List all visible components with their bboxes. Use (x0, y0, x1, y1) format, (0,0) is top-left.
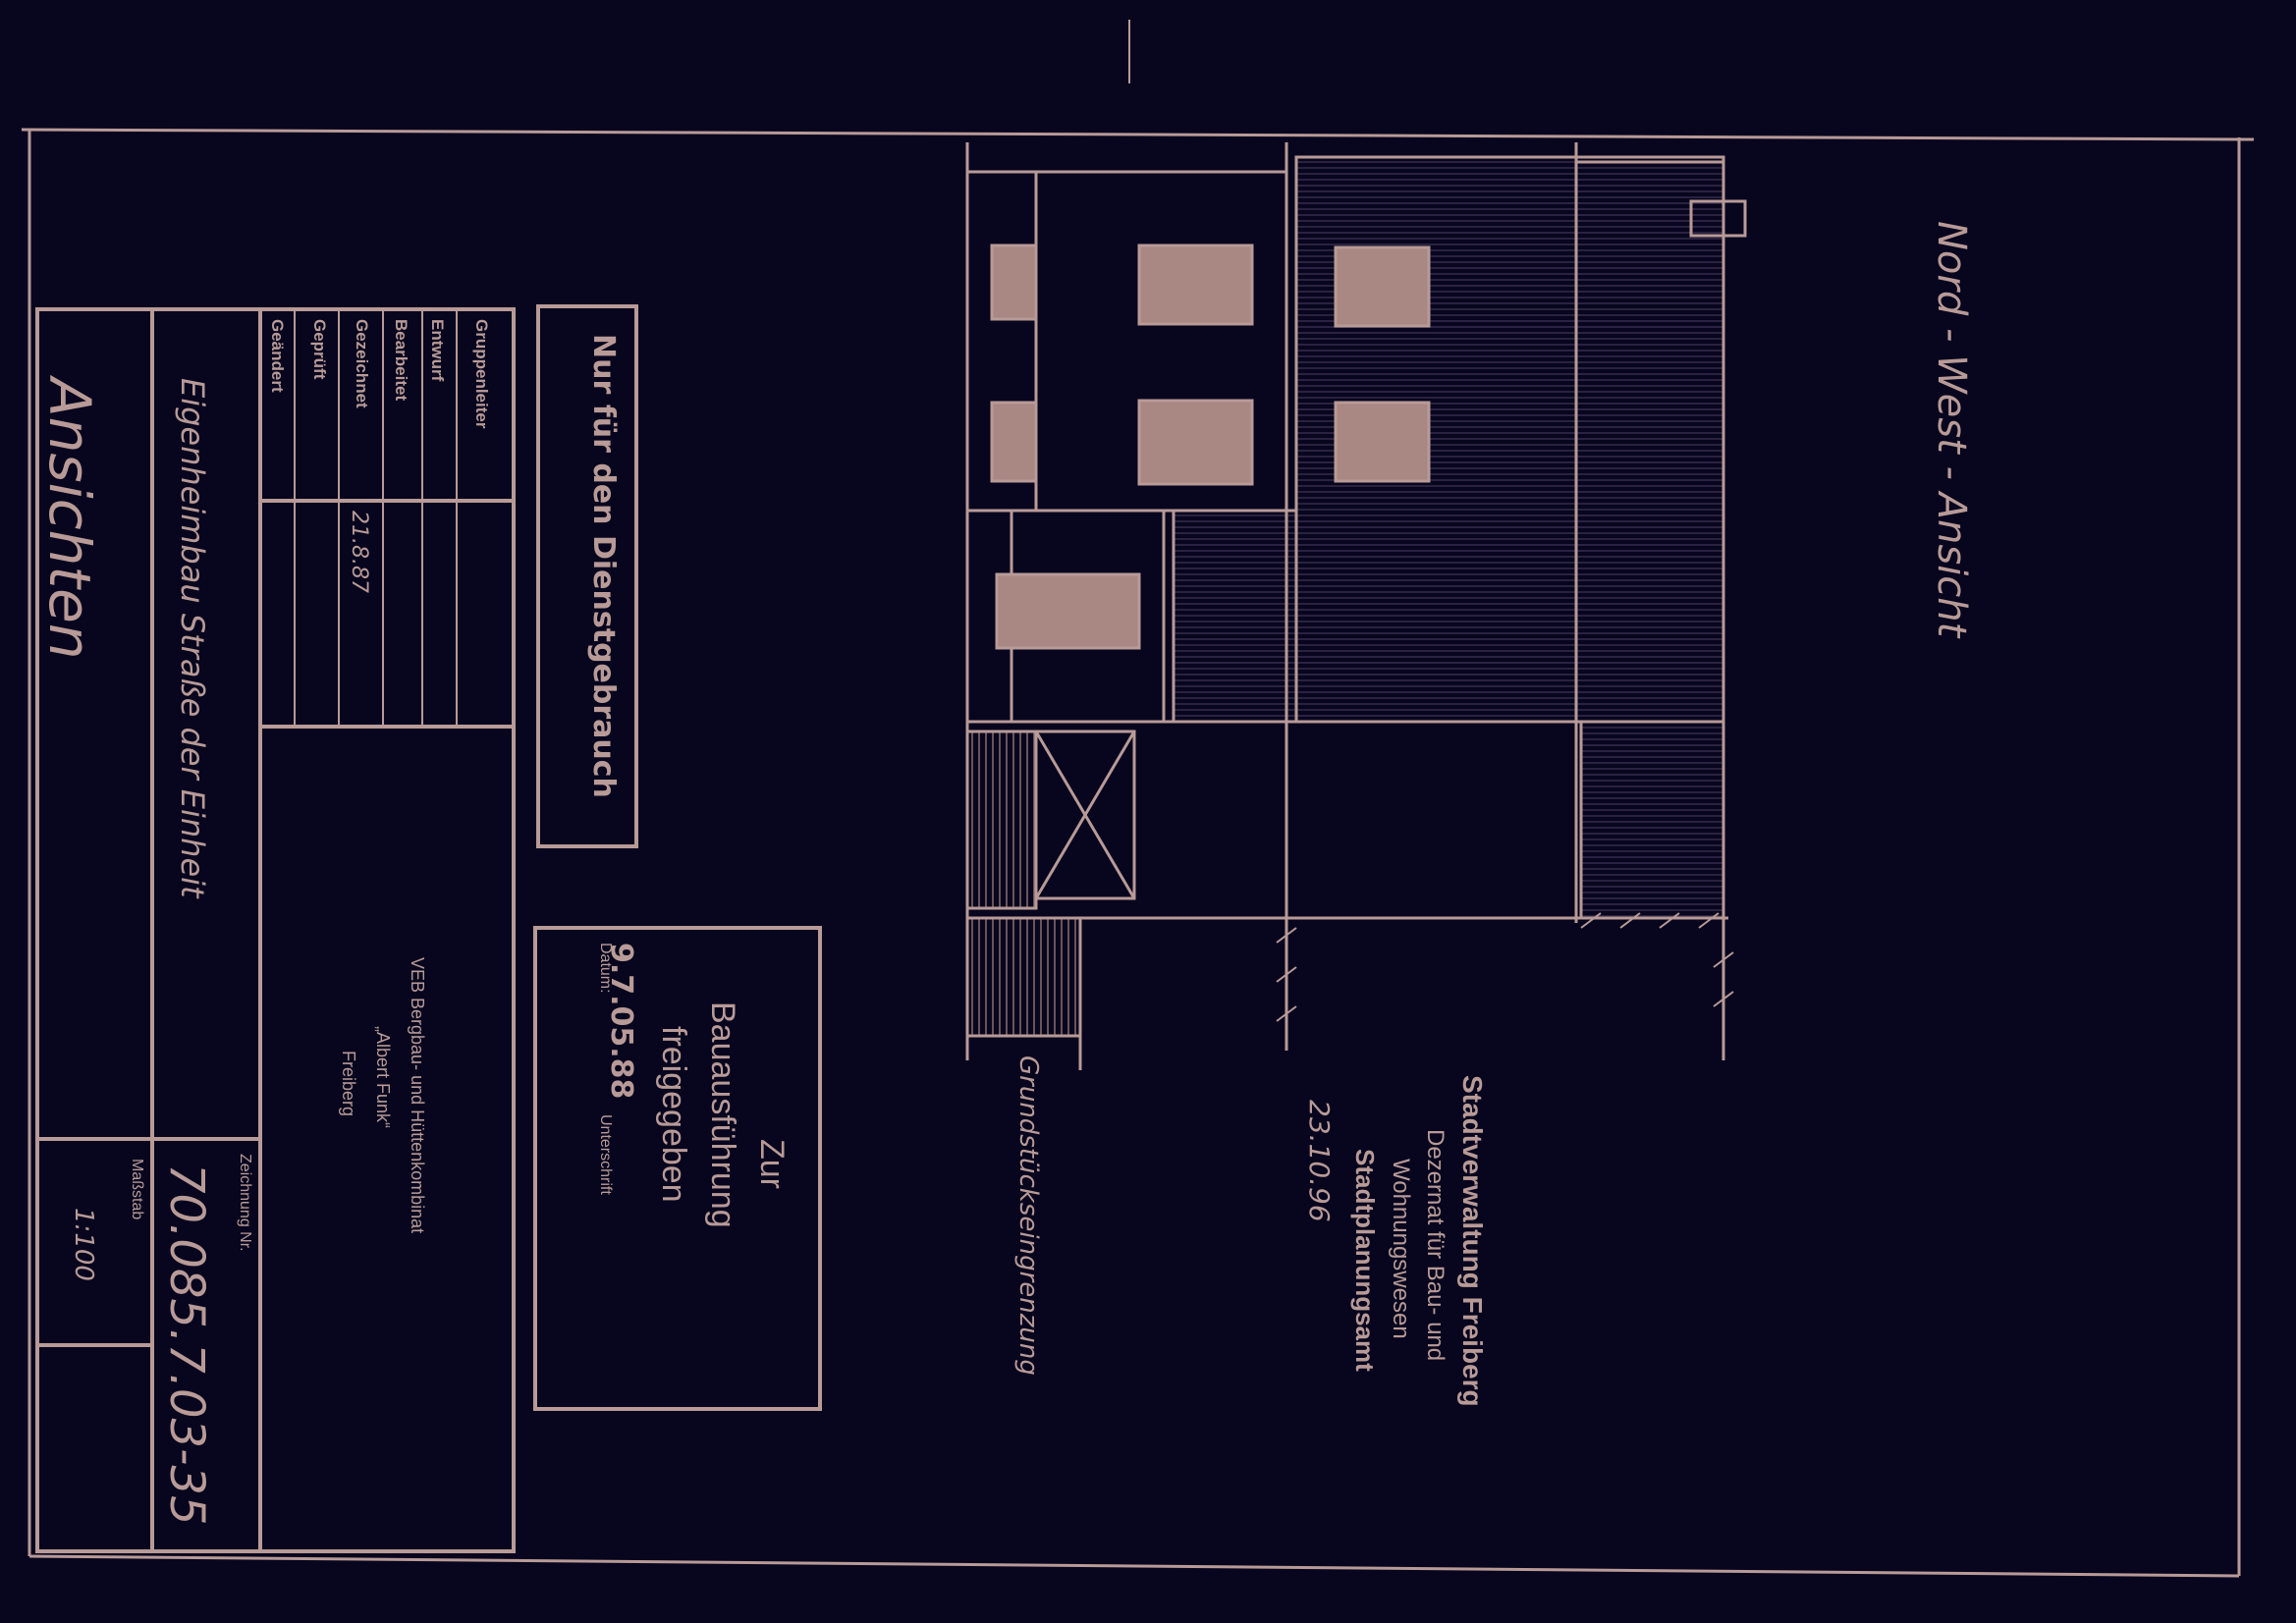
release-stamp-line2: Bauausführung (704, 1001, 741, 1228)
role-entwurf: Entwurf (428, 319, 447, 382)
garage-door (965, 730, 1136, 1038)
boundary-ticks (1276, 912, 1734, 1022)
service-stamp-text: Nur für den Dienstgebrauch (586, 334, 621, 798)
boundary-label: Grundstückseingrenzung (1013, 1055, 1043, 1376)
role-geprueft: Geprüft (310, 319, 329, 380)
project-title: Eigenheimbau Straße der Einheit (174, 378, 211, 898)
release-stamp-date: 9.7.05.88 (604, 943, 638, 1100)
view-title: Nord - West - Ansicht (1929, 221, 1974, 638)
role-gezeichnet: Gezeichnet (353, 319, 371, 408)
drawing-number: 70.085.7.03-35 (159, 1163, 214, 1526)
sheet-border (21, 20, 2255, 1578)
role-geaendert: Geändert (268, 319, 287, 393)
company-line1: VEB Bergbau- und Hüttenkombinat (408, 957, 427, 1234)
drawing-number-label: Zeichnung Nr. (237, 1154, 253, 1252)
scale-label: Maßstab (129, 1159, 145, 1220)
release-stamp-line3: freigegeben (655, 1026, 692, 1203)
city-stamp-line3: Wohnungswesen (1388, 1159, 1414, 1339)
scale-value: 1:100 (69, 1208, 98, 1281)
city-stamp-line2: Dezernat für Bau- und (1422, 1129, 1449, 1362)
sheet-title: Ansichten (36, 378, 103, 660)
city-stamp-date: 23.10.96 (1303, 1100, 1336, 1222)
release-stamp-signature-label: Unterschrift (597, 1114, 614, 1195)
windows (990, 243, 1431, 650)
company-line2: „Albert Funk“ (373, 1026, 393, 1129)
role-bearbeitet: Bearbeitet (392, 319, 410, 402)
drawn-date: 21.8.87 (347, 511, 371, 593)
city-stamp-line1: Stadtverwaltung Freiberg (1457, 1075, 1488, 1407)
city-stamp-line4: Stadtplanungsamt (1350, 1149, 1380, 1372)
company-line3: Freiberg (339, 1051, 358, 1117)
role-gruppenleiter: Gruppenleiter (472, 319, 491, 429)
release-stamp-line1: Zur (753, 1139, 791, 1189)
title-block-frame (35, 304, 822, 1553)
